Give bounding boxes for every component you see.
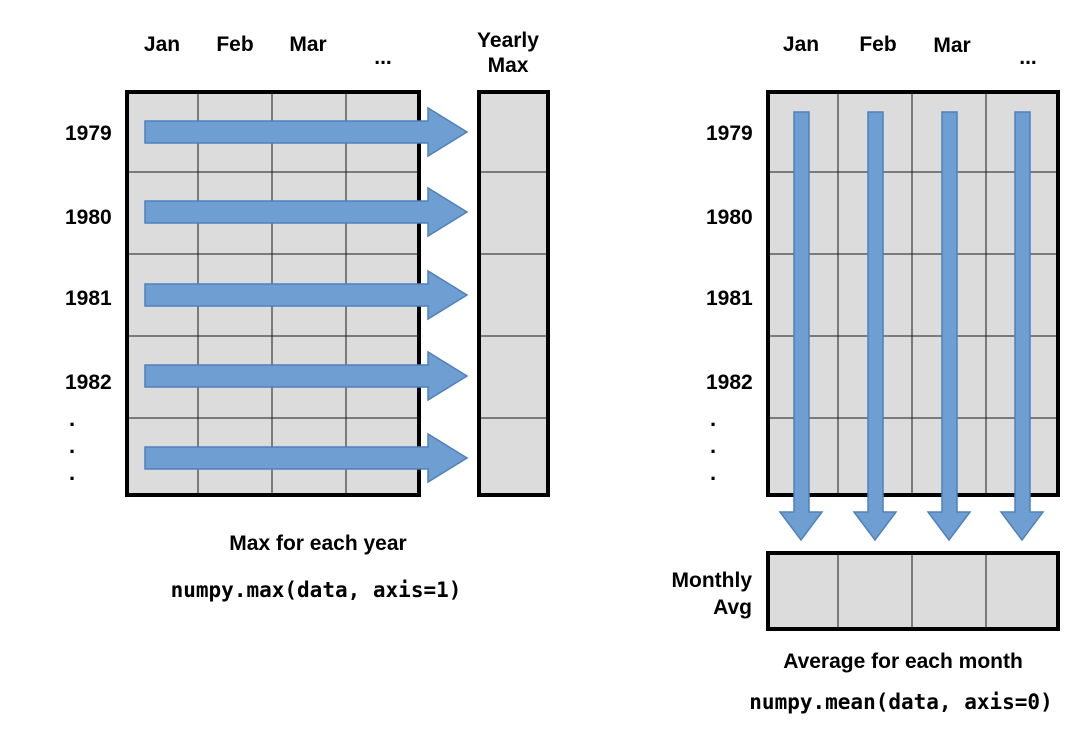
left-year-1979: 1979: [65, 122, 112, 145]
right-month-more: ...: [1019, 46, 1037, 69]
left-code: numpy.max(data, axis=1): [170, 578, 462, 602]
arrow-row-1981: [144, 269, 469, 321]
arrow-col-more: [999, 111, 1045, 542]
left-year-ellipsis-2: .: [69, 433, 76, 458]
vertical-arrows: [778, 111, 1045, 542]
left-caption: Max for each year: [229, 532, 407, 555]
arrow-row-1982: [144, 350, 469, 402]
left-month-jan: Jan: [143, 33, 181, 56]
arrow-row-1980: [144, 186, 469, 238]
arrow-row-more: [144, 432, 469, 484]
monthly-avg-border: [766, 551, 1060, 631]
monthly-avg-lines: [837, 553, 987, 629]
right-year-1980: 1980: [706, 206, 753, 229]
right-data-grid: [766, 90, 1060, 497]
right-month-jan: Jan: [782, 33, 820, 56]
yearly-max-border: [477, 90, 550, 497]
right-year-ellipsis-3: .: [710, 460, 717, 485]
right-caption: Average for each month: [783, 650, 1023, 673]
monthly-avg-fill: [768, 553, 1058, 629]
arrow-col-feb: [852, 111, 898, 542]
left-month-mar: Mar: [289, 33, 327, 56]
right-month-mar: Mar: [933, 34, 971, 57]
right-code: numpy.mean(data, axis=0): [749, 690, 1053, 714]
yearly-max-header-line2: Max: [487, 54, 529, 77]
right-year-ellipsis-1: .: [710, 406, 717, 431]
right-month-feb: Feb: [859, 33, 897, 56]
left-year-1980: 1980: [65, 206, 112, 229]
monthly-avg-label-line2: Avg: [713, 596, 752, 619]
monthly-avg-label-line1: Monthly: [671, 569, 752, 592]
arrow-col-jan: [778, 111, 824, 542]
left-month-more: ...: [374, 46, 392, 69]
arrow-col-mar: [926, 111, 972, 542]
right-year-1981: 1981: [706, 287, 753, 310]
left-year-1982: 1982: [65, 371, 112, 394]
right-year-1979: 1979: [706, 122, 753, 145]
horizontal-arrows: [144, 106, 469, 484]
monthly-avg-row: [766, 551, 1060, 631]
right-year-1982: 1982: [706, 371, 753, 394]
right-grid-lines: [768, 92, 1058, 495]
left-year-ellipsis-1: .: [69, 406, 76, 431]
right-grid-border: [766, 90, 1060, 497]
right-year-ellipsis-2: .: [710, 433, 717, 458]
left-month-feb: Feb: [216, 33, 254, 56]
left-year-1981: 1981: [65, 287, 112, 310]
left-year-ellipsis-3: .: [69, 460, 76, 485]
yearly-max-header-line1: Yearly: [477, 29, 539, 52]
arrow-row-1979: [144, 106, 469, 158]
right-grid-fill: [768, 92, 1058, 495]
yearly-max-fill: [479, 92, 548, 495]
yearly-max-lines: [479, 171, 548, 419]
yearly-max-column: [477, 90, 550, 497]
